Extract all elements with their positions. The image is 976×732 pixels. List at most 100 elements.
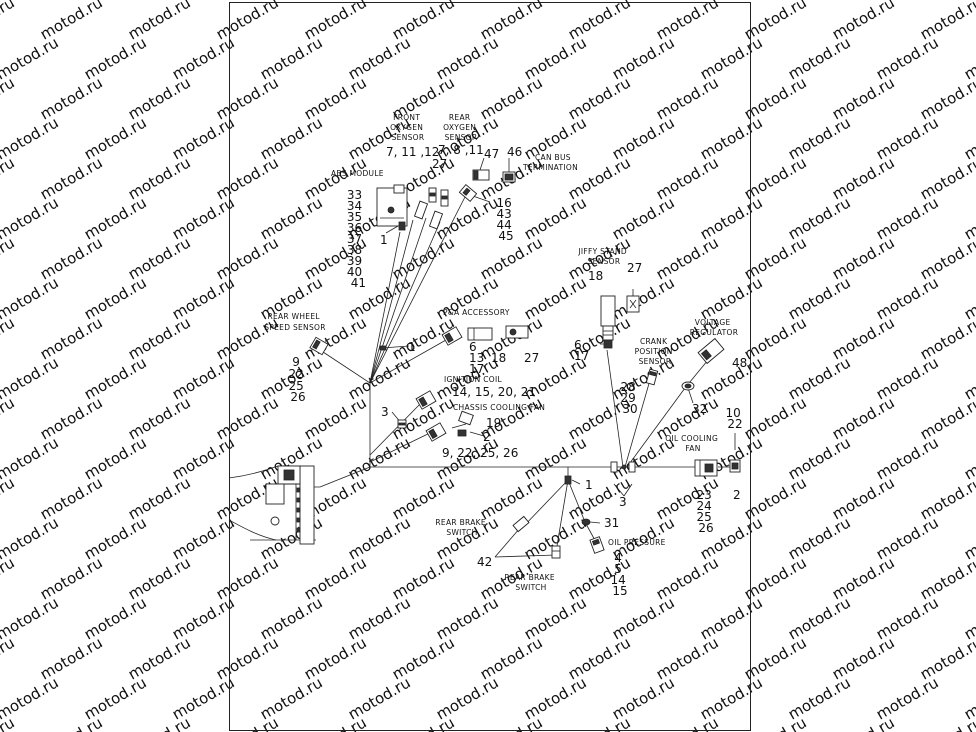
- watermark-text: motod.ru: [477, 713, 546, 732]
- connector-16-part: [458, 184, 478, 202]
- watermark-text: motod.ru: [917, 393, 976, 443]
- callout-3-center: 3: [619, 495, 627, 509]
- chassis-cooling-fan-label: CHASSIS COOLING FAN: [453, 403, 545, 412]
- callout-jiffy-6: 6: [574, 338, 582, 352]
- component-labels: FRONT OXYGEN SENSOR REAR OXYGEN SENSOR C…: [264, 113, 738, 592]
- watermark-text: motod.ru: [125, 713, 194, 732]
- callout-ocf-top: 10 22: [725, 406, 744, 431]
- watermark-text: motod.ru: [389, 713, 458, 732]
- part-19: [458, 410, 474, 426]
- rear-brake-switch-lower-part: [551, 545, 561, 559]
- watermark-text: motod.ru: [0, 313, 18, 363]
- callout-42: 42: [477, 555, 492, 569]
- callout-jiffy-18: 18: [588, 269, 603, 283]
- leader-lines: [381, 157, 736, 558]
- watermark-text: motod.ru: [917, 473, 976, 523]
- rear-brake-switch-lower-label: REAR BRAKE SWITCH: [504, 573, 557, 592]
- watermark-text: motod.ru: [741, 713, 810, 732]
- callout-vr-48: 48: [732, 356, 747, 370]
- jiffy-stand-sensor-label: JIFFY STAND SENSOR: [577, 247, 629, 266]
- callout-pa-27: 27: [524, 351, 539, 365]
- callout-can-list: 16 43 44 45: [496, 196, 515, 243]
- rear-wheel-speed-sensor-part: [309, 336, 329, 356]
- oil-cooling-fan-2-part: [729, 459, 741, 473]
- watermark-text: motod.ru: [917, 73, 976, 123]
- watermark-text: motod.ru: [653, 713, 722, 732]
- abs-module-label: ABS MODULE: [331, 169, 384, 178]
- connector-3-left-part: [397, 419, 407, 429]
- crank-position-sensor-label: CRANK POSITION SENSOR: [635, 337, 676, 366]
- watermark-text: motod.ru: [0, 393, 18, 443]
- watermark-text: motod.ru: [0, 153, 18, 203]
- part-2-mid: [457, 429, 467, 437]
- oil-cooling-fan-label: OIL COOLING FAN: [665, 434, 721, 453]
- callout-numbers: 7, 11 ,12 7, 8 ,11 27 47 46 33 34 35 36 …: [288, 143, 747, 598]
- callout-3-left: 3: [381, 405, 389, 419]
- callout-ignition-list: 14, 15, 20, 21: [452, 385, 536, 399]
- watermark-text: motod.ru: [0, 0, 18, 43]
- frame-section: [228, 465, 316, 545]
- page-frame: [229, 2, 751, 731]
- watermark-text: motod.ru: [917, 313, 976, 363]
- callout-front-o2: 7, 11 ,12: [386, 145, 439, 159]
- rear-brake-switch-upper-part: [512, 515, 530, 533]
- callout-jiffy-27: 27: [627, 261, 642, 275]
- watermark-text: motod.ru: [0, 473, 18, 523]
- ignition-coil-connector-part: [415, 390, 437, 410]
- watermark-text: motod.ru: [301, 713, 370, 732]
- callout-abs-list: 33 34 35 36 37 38 39 40 41: [347, 188, 366, 290]
- watermark-text: motod.ru: [917, 233, 976, 283]
- harness-sleeve-part: [379, 345, 387, 351]
- connector-47-part: [472, 169, 490, 181]
- watermark-text: motod.ru: [0, 713, 18, 732]
- callout-19: 19: [486, 416, 501, 430]
- voltage-regulator-label: VOLTAGE REGULATOR: [690, 318, 739, 337]
- callout-46: 46: [507, 145, 522, 159]
- voltage-regulator-part: [697, 337, 725, 365]
- abs-module-part: [376, 184, 408, 231]
- watermark-text: motod.ru: [0, 633, 18, 683]
- watermark-text: motod.ru: [829, 713, 898, 732]
- pa-accessory-connector-part: [441, 326, 463, 346]
- oil-pressure-switch-part: [589, 536, 605, 554]
- callout-fan-list: 9, 22, 25, 26: [442, 446, 518, 460]
- callout-pa-13: 13: [469, 351, 484, 365]
- callout-pa-18: 18: [491, 351, 506, 365]
- watermark-text: motod.ru: [0, 553, 18, 603]
- grommet-32-part: [681, 381, 695, 391]
- callout-jiffy-17: 17: [574, 349, 589, 363]
- callout-abs-1: 1: [380, 233, 388, 247]
- callout-pa-6: 6: [469, 340, 477, 354]
- watermark-text: motod.ru: [37, 713, 106, 732]
- watermark-text: motod.ru: [917, 553, 976, 603]
- part-31: [581, 518, 591, 526]
- callout-2-mid: 2: [483, 430, 491, 444]
- chassis-cooling-fan-connector-part: [425, 422, 447, 442]
- callout-rwss-list: 9 22 25 26: [288, 355, 307, 404]
- crank-position-sensor-part: [645, 368, 659, 386]
- oil-cooling-fan-connector-part: [694, 459, 718, 477]
- callout-47: 47: [484, 147, 499, 161]
- jiffy-27-connector-part: [626, 289, 640, 313]
- front-oxygen-sensor-label: FRONT OXYGEN SENSOR: [390, 113, 426, 142]
- callout-1-center: 1: [585, 478, 593, 492]
- front-oxygen-sensor-part: [413, 187, 437, 220]
- watermark-text: motod.ru: [0, 73, 18, 123]
- jiffy-stand-sensor-part: [600, 295, 616, 349]
- watermark-text: motod.ru: [917, 633, 976, 683]
- callout-pa-17: 17: [469, 362, 484, 376]
- junction-1-part: [564, 475, 572, 485]
- pa-accessory-cap-part: [467, 327, 493, 341]
- callout-31: 31: [604, 516, 619, 530]
- pa-27-connector-part: [505, 325, 529, 339]
- watermark-text: motod.ru: [213, 713, 282, 732]
- rear-brake-switch-upper-label: REAR BRAKE SWITCH: [435, 518, 488, 537]
- can-bus-termination-part: [502, 171, 516, 183]
- rear-oxygen-sensor-label: REAR OXYGEN SENSOR: [443, 113, 479, 142]
- callout-27-top: 27: [432, 157, 447, 171]
- rear-wheel-speed-sensor-label: REAR WHEEL SPEED SENSOR: [264, 312, 326, 332]
- watermark-text: motod.ru: [565, 713, 634, 732]
- harness-wires: [300, 194, 740, 553]
